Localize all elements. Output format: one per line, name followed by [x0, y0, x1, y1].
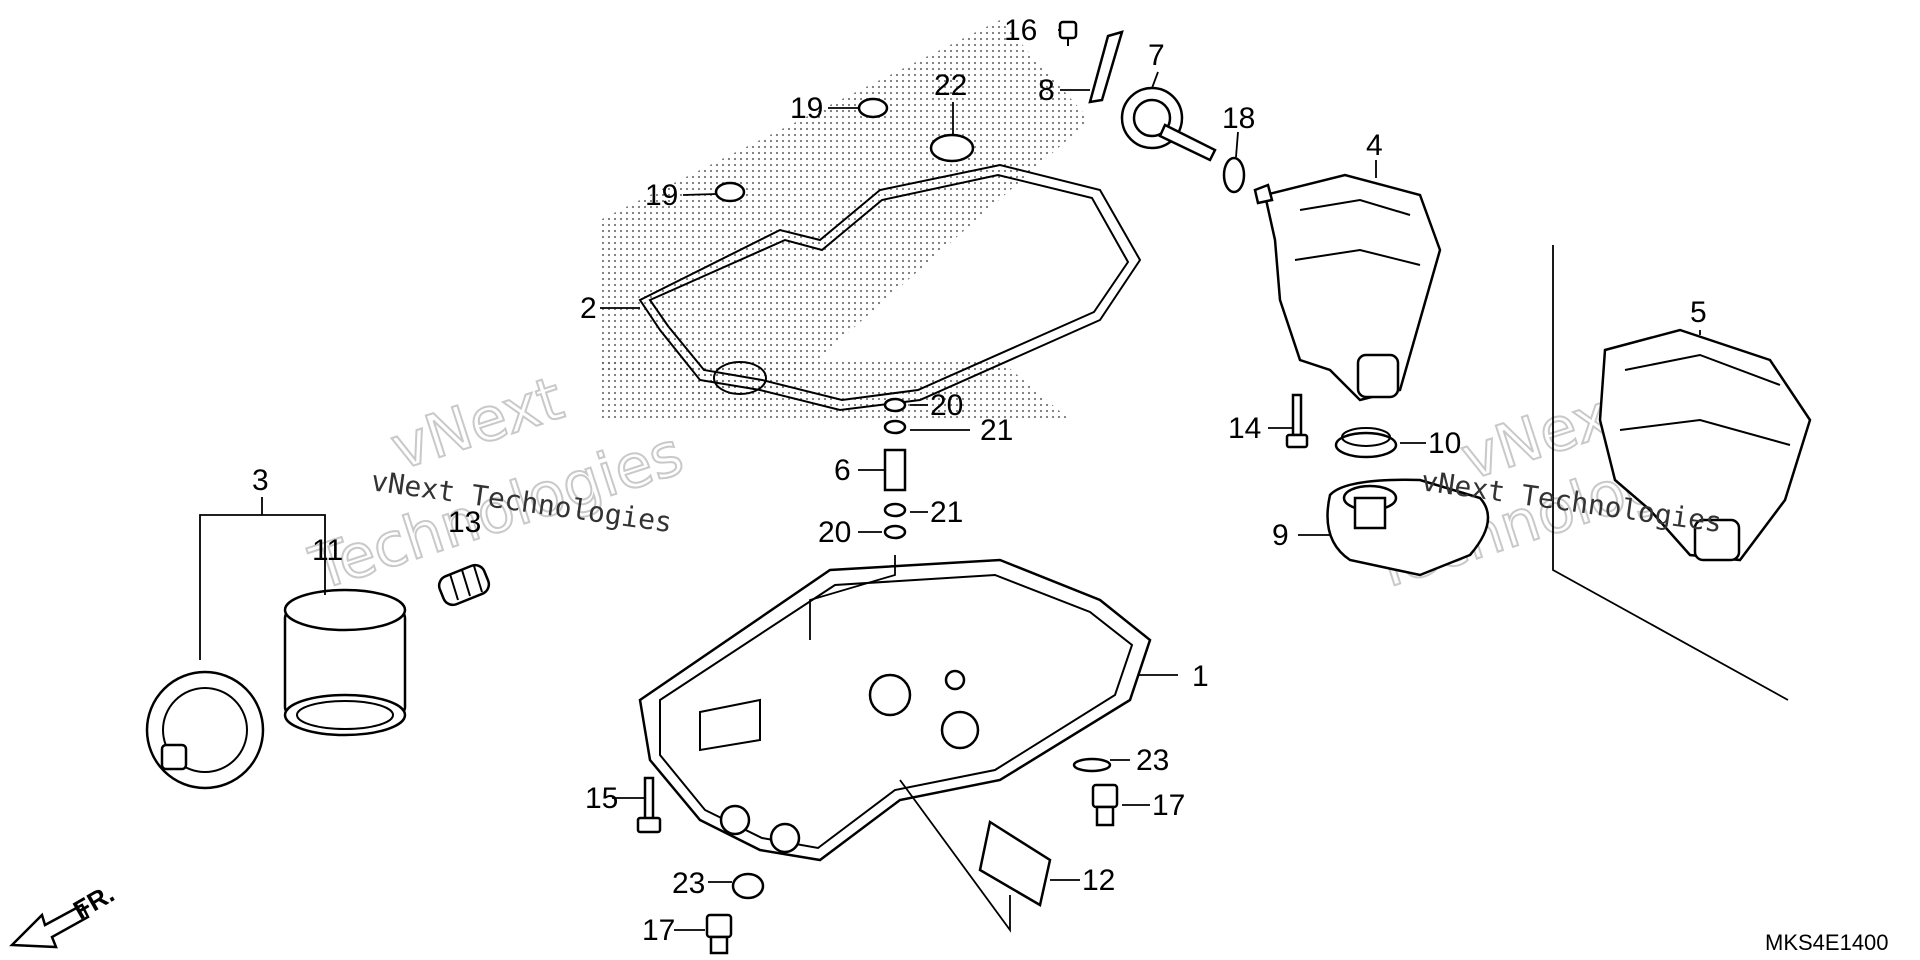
callout-13: 13 [448, 506, 481, 539]
callout-10: 10 [1428, 427, 1461, 460]
oil-pump-4 [1253, 173, 1442, 402]
callout-17-lower: 17 [642, 914, 675, 947]
callout-19-upper: 19 [790, 92, 823, 125]
callout-1: 1 [1192, 660, 1209, 693]
callout-3: 3 [252, 464, 269, 497]
washer-23-lower [731, 872, 765, 900]
callout-7: 7 [1148, 39, 1165, 72]
screen-12-bracket [899, 779, 1011, 933]
bolt-16 [1058, 20, 1078, 46]
drain-bolt-17-lower [705, 913, 733, 955]
collar-10 [1334, 427, 1398, 459]
callout-numbers: 1 2 3 4 5 6 7 8 9 10 11 12 13 14 15 16 1… [252, 14, 1707, 947]
screen-12 [978, 819, 1052, 907]
callout-21-lower: 21 [930, 496, 963, 529]
pump-5-frame [1552, 245, 1789, 701]
o-ring-22 [929, 133, 975, 163]
oil-pan-gasket [638, 163, 1142, 412]
callout-12: 12 [1082, 864, 1115, 897]
callout-14: 14 [1228, 412, 1261, 445]
bolt-14 [1285, 393, 1309, 449]
o-ring-19-upper [857, 97, 889, 119]
callout-4: 4 [1366, 129, 1383, 162]
plate-8 [1088, 30, 1124, 104]
drain-bolt-17-right [1091, 783, 1119, 827]
callout-8: 8 [1038, 74, 1055, 107]
washer-23-right [1072, 757, 1112, 773]
diagram-code: MKS4E1400 [1765, 930, 1889, 955]
callout-22: 22 [934, 69, 967, 102]
callout-16: 16 [1004, 14, 1037, 47]
callout-20-upper: 20 [930, 389, 963, 422]
callout-9: 9 [1272, 519, 1289, 552]
bolt-15 [636, 776, 662, 834]
callout-5: 5 [1690, 296, 1707, 329]
callout-21-upper: 21 [980, 414, 1013, 447]
callout-23-lower: 23 [672, 867, 705, 900]
oil-filter-11 [283, 588, 407, 737]
callout-11: 11 [312, 534, 343, 567]
callout-2: 2 [580, 292, 597, 325]
oil-pan-1 [638, 558, 1152, 862]
leader-lines [600, 29, 1701, 931]
callout-20-lower: 20 [818, 516, 851, 549]
o-ring-18 [1222, 156, 1246, 194]
callout-18: 18 [1222, 102, 1255, 135]
callout-23-right: 23 [1136, 744, 1169, 777]
filter-cap-3 [145, 670, 265, 790]
oil-pipe-stack [883, 397, 907, 540]
o-ring-19-lower [714, 181, 746, 203]
callout-6: 6 [834, 454, 851, 487]
oil-strainer-9 [1326, 478, 1490, 577]
pipe-bracket [809, 555, 896, 640]
front-direction-arrow-icon: FR. [9, 878, 119, 949]
pump-gear-shaft-7 [1120, 86, 1217, 162]
callout-15: 15 [585, 782, 618, 815]
oil-pump-5 [1598, 328, 1812, 562]
nipple-13 [437, 563, 491, 607]
callout-17-right: 17 [1152, 789, 1185, 822]
callout-19-lower: 19 [645, 179, 678, 212]
